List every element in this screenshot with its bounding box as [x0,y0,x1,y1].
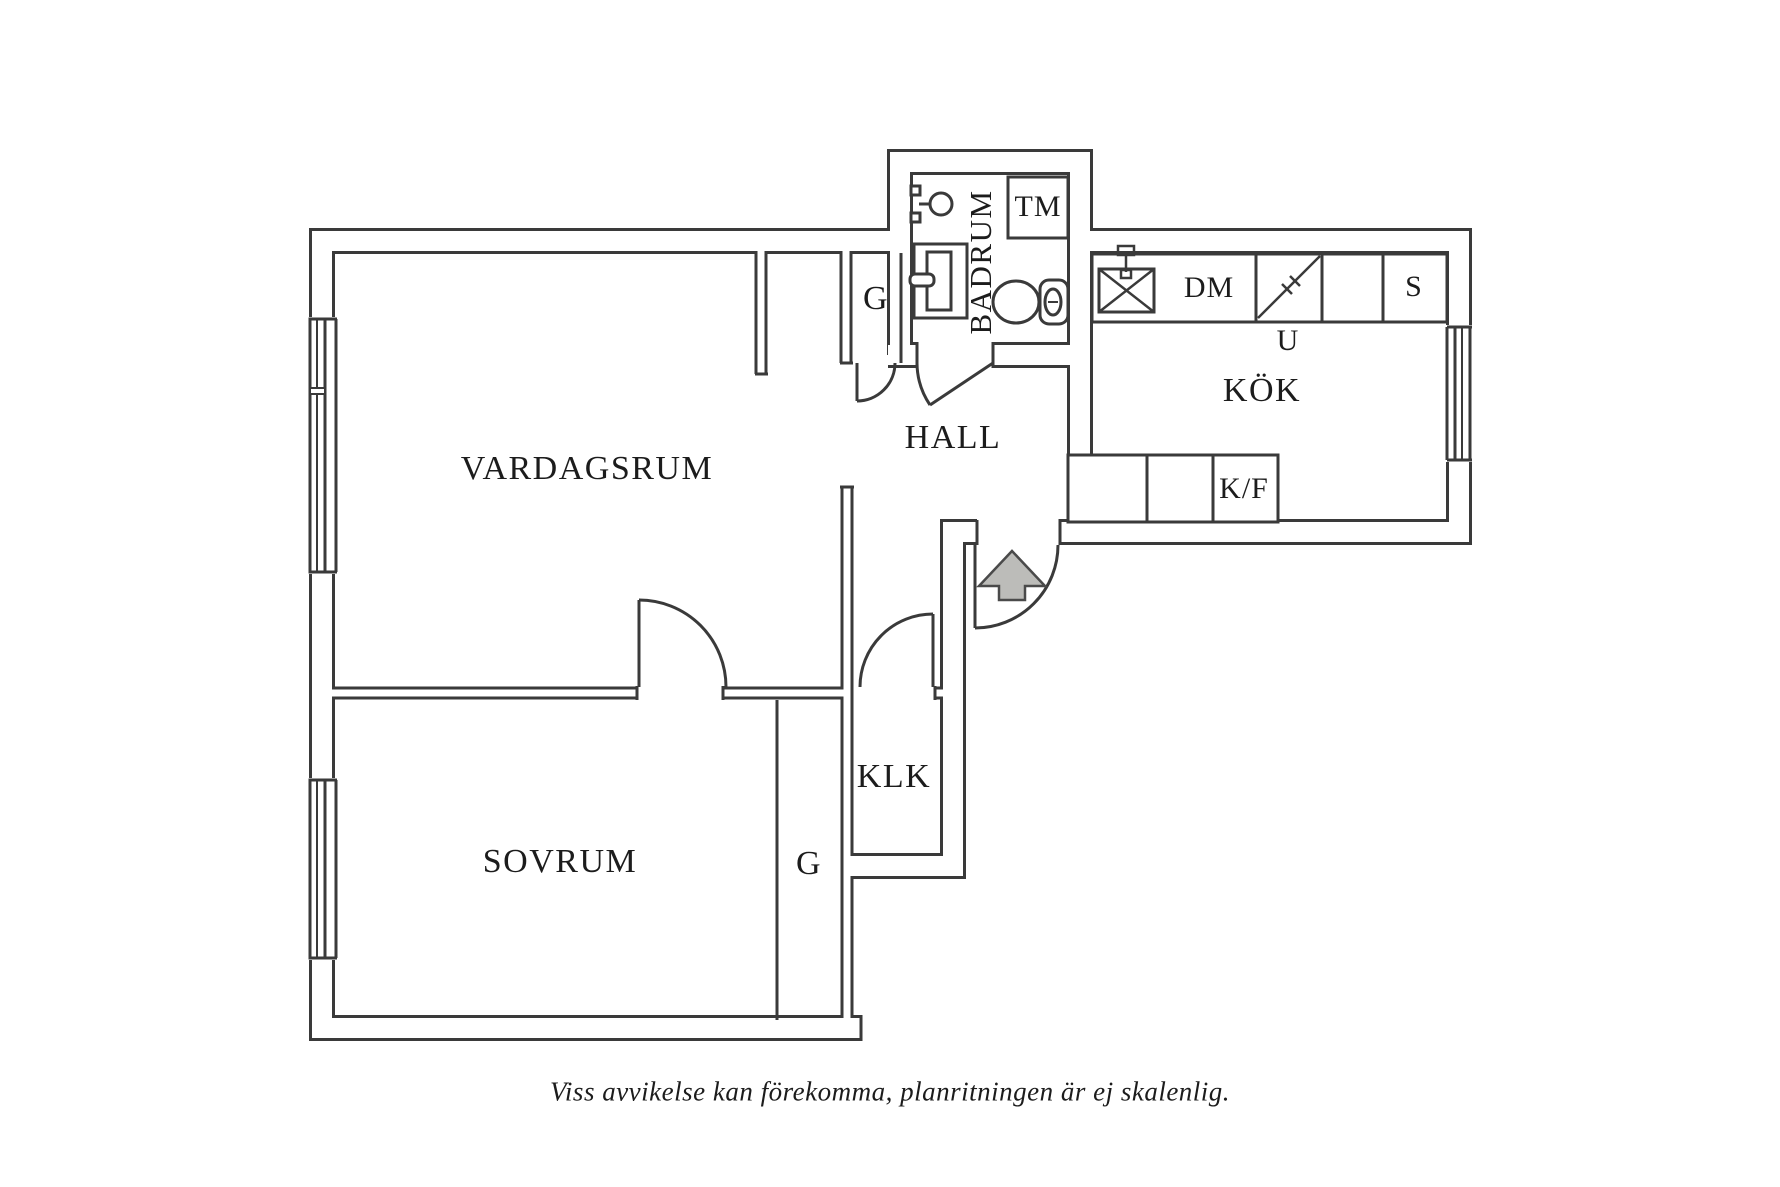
window-livingroom-icon [306,317,339,574]
shower-icon [909,184,954,224]
door-entrance-icon [973,544,1060,630]
room-label-hall: HALL [904,419,1002,456]
toilet-icon [991,278,1070,326]
room-label-klk: KLK [856,758,932,795]
kitchen-counter [1090,252,1449,324]
appliance-label-dm: DM [1183,271,1235,304]
room-label-sovrum: SOVRUM [482,843,638,880]
appliance-label-u: U [1276,324,1300,357]
kitchen-sink-icon [1097,244,1156,314]
closet-lines [775,253,903,1020]
fridge-freezer-counter [1066,453,1280,524]
wall-end-caps [635,342,1093,1041]
entry-arrow-icon [976,549,1048,602]
bathroom-fixtures [908,175,1070,326]
window-kitchen-icon [1444,325,1477,462]
room-label-badrum: BADRUM [963,189,998,335]
stove-icon [1257,255,1321,319]
washing-machine-icon [1006,175,1070,240]
closet-label-sovrum: G [795,845,823,882]
door-bathroom-icon [915,361,994,407]
door-bedroom-icon [637,598,728,688]
room-label-vardagsrum: VARDAGSRUM [460,450,714,487]
room-label-kok: KÖK [1222,372,1302,409]
closet-label-hall: G [862,280,890,317]
door-hall-closet-icon [855,362,897,403]
window-bedroom-icon [306,778,339,960]
door-klk-icon [858,612,935,688]
appliance-label-s: S [1405,270,1423,303]
appliance-label-kf: K/F [1219,472,1269,505]
appliance-label-tm: TM [1014,190,1062,223]
kitchen-fixtures [1066,244,1449,524]
doors [637,361,1060,688]
disclaimer-caption: Viss avvikelse kan förekomma, planritnin… [549,1076,1231,1107]
windows [306,317,1477,960]
bathroom-sink-icon [908,242,969,320]
